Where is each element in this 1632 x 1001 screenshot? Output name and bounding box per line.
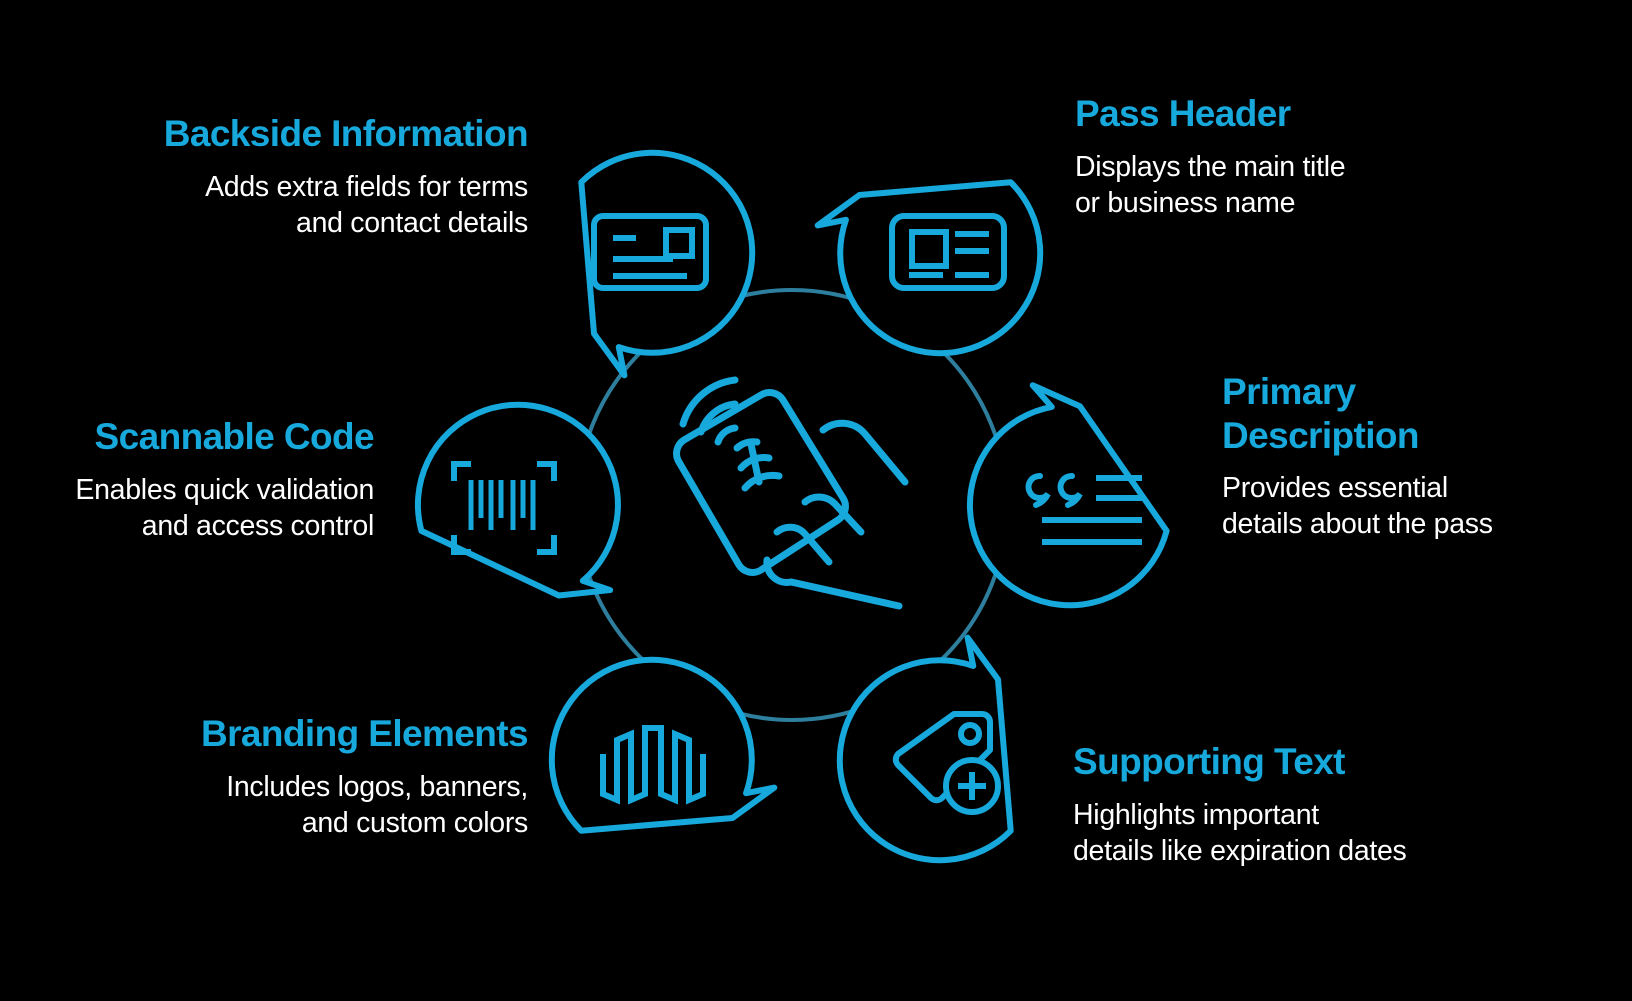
callout-description: Adds extra fields for terms and contact … <box>205 170 528 239</box>
callout-description: Enables quick validation and access cont… <box>75 473 374 542</box>
node-branding-elements[interactable] <box>510 618 797 905</box>
callout-backside-information[interactable]: Backside Information Adds extra fields f… <box>60 112 529 241</box>
callout-description: Highlights important details like expira… <box>1073 798 1407 867</box>
callout-title: Pass Header <box>1075 93 1291 134</box>
callout-title: Backside Information <box>163 113 529 154</box>
callout-title: Supporting Text <box>1073 741 1346 782</box>
callout-description: Displays the main title or business name <box>1075 150 1346 219</box>
callout-description: Includes logos, banners, and custom colo… <box>226 770 528 839</box>
node-pin-shape <box>548 656 778 834</box>
callout-supporting-text[interactable]: Supporting Text Highlights important det… <box>1073 740 1493 869</box>
callout-title: Branding Elements <box>201 713 529 754</box>
node-pin-shape <box>814 179 1044 357</box>
node-pin-shape <box>578 149 756 379</box>
node-primary-description[interactable] <box>947 377 1194 628</box>
node-backside-information[interactable] <box>506 111 793 398</box>
callout-title: Scannable Code <box>94 416 375 457</box>
node-supporting-text[interactable] <box>798 614 1085 901</box>
callout-scannable-code[interactable]: Scannable Code Enables quick validation … <box>44 415 374 544</box>
callout-description: Provides essential details about the pas… <box>1222 472 1493 541</box>
callout-pass-header[interactable]: Pass Header Displays the main title or b… <box>1075 92 1495 221</box>
center-hub <box>677 380 905 606</box>
node-pin-shape <box>836 634 1014 864</box>
node-pin-shape <box>414 401 621 599</box>
callout-title: Primary Description <box>1222 371 1420 456</box>
callout-branding-elements[interactable]: Branding Elements Includes logos, banner… <box>150 712 529 841</box>
node-pass-header[interactable] <box>794 107 1081 394</box>
node-scannable-code[interactable] <box>395 382 642 633</box>
callout-primary-description[interactable]: Primary Description Provides essential d… <box>1222 370 1522 543</box>
contactless-tap-card-icon <box>677 380 905 606</box>
